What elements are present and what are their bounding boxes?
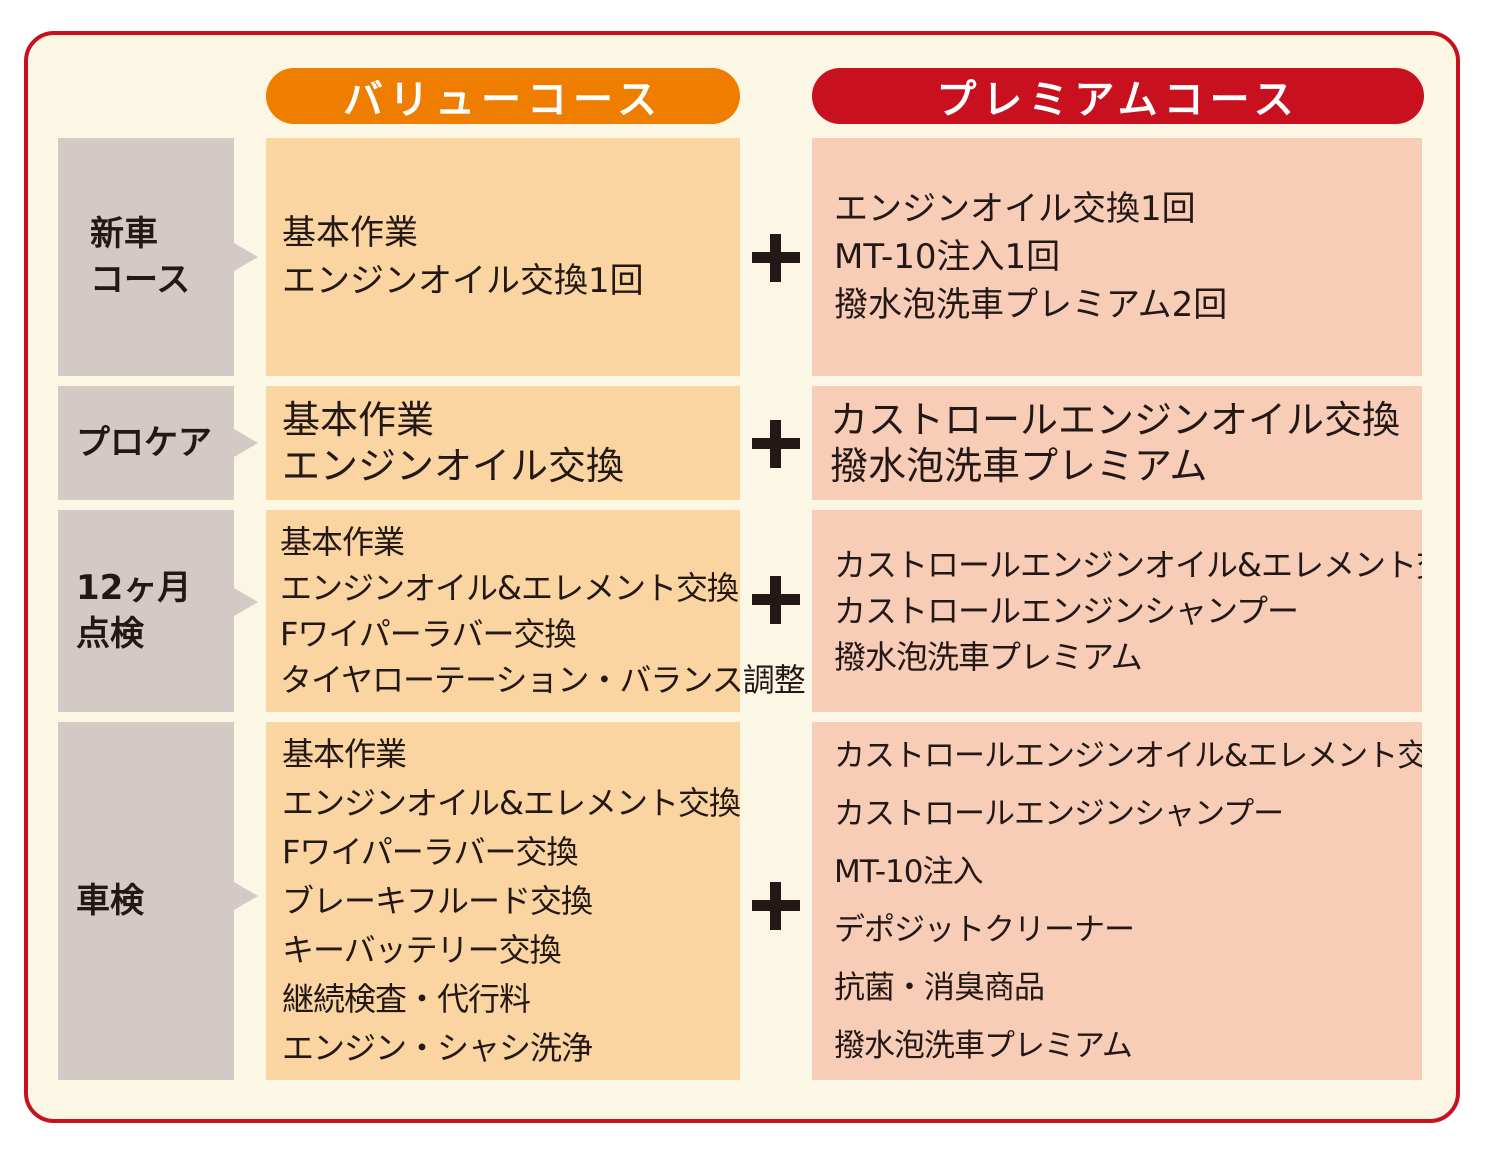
value-course-cell-vehicle-inspection: 基本作業 エンジンオイル&エレメント交換 Fワイパーラバー交換 ブレーキフルード…	[266, 722, 741, 1080]
value-course-item: タイヤローテーション・バランス調整	[280, 661, 806, 699]
premium-course-item: カストロールエンジンシャンプー	[834, 796, 1284, 832]
value-course-cell-12-month: 基本作業 エンジンオイル&エレメント交換 Fワイパーラバー交換 タイヤローテーシ…	[266, 510, 806, 712]
value-course-item: Fワイパーラバー交換	[280, 615, 576, 653]
row-label-12-month-inspection: 12ヶ月 点検	[58, 510, 234, 712]
plus-icon	[752, 882, 800, 930]
value-course-item: 基本作業	[282, 398, 435, 442]
row-label-line: 12ヶ月	[76, 568, 192, 608]
triangle-right-icon	[234, 588, 258, 616]
value-course-item: ブレーキフルード交換	[282, 881, 593, 920]
premium-course-cell-12-month: カストロールエンジンオイル&エレメント交換 カストロールエンジンシャンプー 撥水…	[812, 510, 1422, 712]
row-label-line: 車検	[76, 881, 144, 921]
value-course-cell-new-car: 基本作業 エンジンオイル交換1回	[266, 138, 740, 376]
premium-course-cell-pro-care: カストロールエンジンオイル交換 撥水泡洗車プレミアム	[812, 386, 1422, 500]
row-label-pro-care: プロケア	[58, 386, 234, 500]
plus-icon	[752, 420, 800, 468]
value-course-item: キーバッテリー交換	[282, 930, 562, 969]
row-label-line: 新車	[90, 214, 158, 254]
value-course-item: エンジンオイル交換1回	[282, 261, 644, 301]
premium-course-header: プレミアムコース	[812, 68, 1424, 124]
plus-icon	[752, 576, 800, 624]
triangle-right-icon	[234, 243, 258, 271]
value-course-cell-pro-care: 基本作業 エンジンオイル交換	[266, 386, 740, 500]
value-course-item: 基本作業	[282, 213, 418, 253]
premium-course-item: デポジットクリーナー	[834, 912, 1135, 948]
premium-course-cell-vehicle-inspection: カストロールエンジンオイル&エレメント交換 カストロールエンジンシャンプー MT…	[812, 722, 1422, 1080]
premium-course-item: MT-10注入	[834, 854, 983, 890]
value-course-item: エンジンオイル交換	[282, 444, 625, 488]
row-label-vehicle-inspection: 車検	[58, 722, 234, 1080]
triangle-right-icon	[234, 882, 258, 910]
premium-course-item: カストロールエンジンオイル&エレメント交換	[834, 738, 1422, 774]
premium-course-item: 撥水泡洗車プレミアム2回	[834, 285, 1228, 325]
premium-course-item: カストロールエンジンオイル交換	[830, 398, 1401, 442]
value-course-item: エンジン・シャシ洗浄	[282, 1028, 593, 1067]
value-course-item: 継続検査・代行料	[282, 979, 531, 1018]
value-course-item: 基本作業	[282, 734, 407, 773]
row-label-line: コース	[90, 260, 191, 300]
value-course-item: 基本作業	[280, 523, 405, 561]
value-course-item: エンジンオイル&エレメント交換	[280, 569, 739, 607]
premium-course-item: MT-10注入1回	[834, 237, 1061, 277]
premium-course-item: 抗菌・消臭商品	[834, 970, 1045, 1006]
premium-course-cell-new-car: エンジンオイル交換1回 MT-10注入1回 撥水泡洗車プレミアム2回	[812, 138, 1422, 376]
premium-course-item: 撥水泡洗車プレミアム	[834, 638, 1143, 676]
plus-icon	[752, 234, 800, 282]
row-label-line: 点検	[76, 614, 144, 654]
value-course-header: バリューコース	[266, 68, 740, 124]
premium-course-item: カストロールエンジンシャンプー	[834, 592, 1299, 630]
premium-course-item: 撥水泡洗車プレミアム	[830, 444, 1208, 488]
value-course-item: エンジンオイル&エレメント交換	[282, 783, 741, 822]
premium-course-item: エンジンオイル交換1回	[834, 189, 1196, 229]
premium-course-item: 撥水泡洗車プレミアム	[834, 1028, 1133, 1064]
row-label-line: プロケア	[76, 423, 212, 463]
premium-course-item: カストロールエンジンオイル&エレメント交換	[834, 546, 1422, 584]
value-course-item: Fワイパーラバー交換	[282, 832, 578, 871]
row-label-new-car-course: 新車 コース	[58, 138, 234, 376]
triangle-right-icon	[234, 429, 258, 457]
